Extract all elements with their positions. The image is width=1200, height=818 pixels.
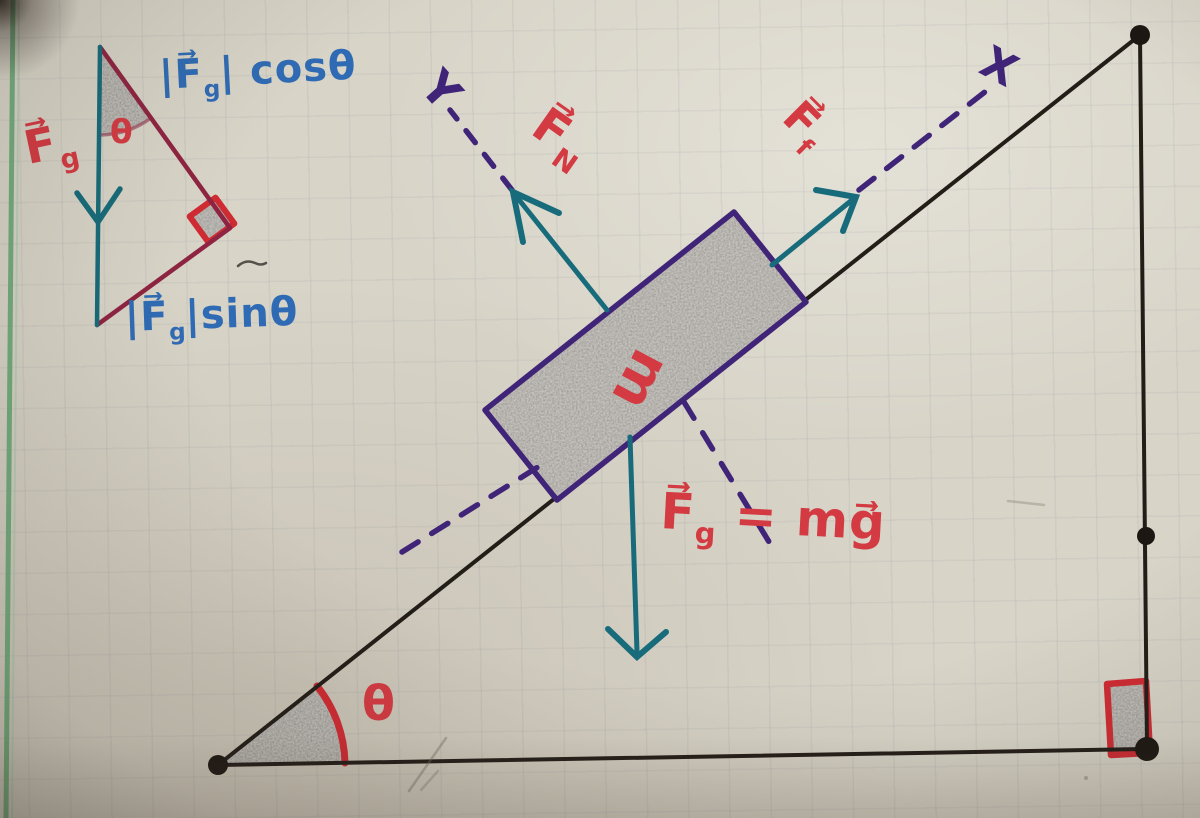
label-text: F⃗ <box>659 482 698 542</box>
dot-right-side <box>1137 527 1155 545</box>
label-text: |sinθ <box>184 288 300 339</box>
label-subscript: g <box>203 75 222 104</box>
label-text: |F⃗ <box>157 50 205 99</box>
stray-mark <box>1084 776 1088 780</box>
incline-base <box>216 747 1149 767</box>
x-axis-dashed-lower <box>399 459 549 555</box>
incline-vertical-side <box>1138 33 1149 751</box>
weight-equation-label: F⃗g = mg⃗ <box>659 482 888 558</box>
vertex-dot-bottom-left <box>208 755 228 775</box>
vertex-dot-top-right <box>1130 25 1150 45</box>
y-axis-dashed-upper <box>447 107 515 193</box>
stray-mark <box>236 260 268 268</box>
gravity-vector-line-small <box>94 44 103 328</box>
stray-mark <box>1006 499 1046 507</box>
label-text: | cosθ <box>218 42 358 96</box>
label-text: |F⃗ <box>123 293 170 341</box>
margin-line <box>3 0 20 818</box>
stray-mark <box>419 769 440 792</box>
label-subscript: g <box>168 318 187 346</box>
sin-component-label: |F⃗g|sinθ <box>123 288 300 346</box>
x-axis-dashed-upper <box>856 85 993 193</box>
label-subscript: g <box>693 515 717 551</box>
label-text: = mg⃗ <box>715 484 888 552</box>
margin-line-green <box>3 0 16 818</box>
angle-label-main: θ <box>362 676 396 732</box>
friction-force-vector <box>769 197 855 268</box>
angle-label-small: θ <box>110 112 134 151</box>
vertex-dot-bottom-right <box>1135 737 1159 761</box>
gravity-force-vector <box>627 434 640 655</box>
